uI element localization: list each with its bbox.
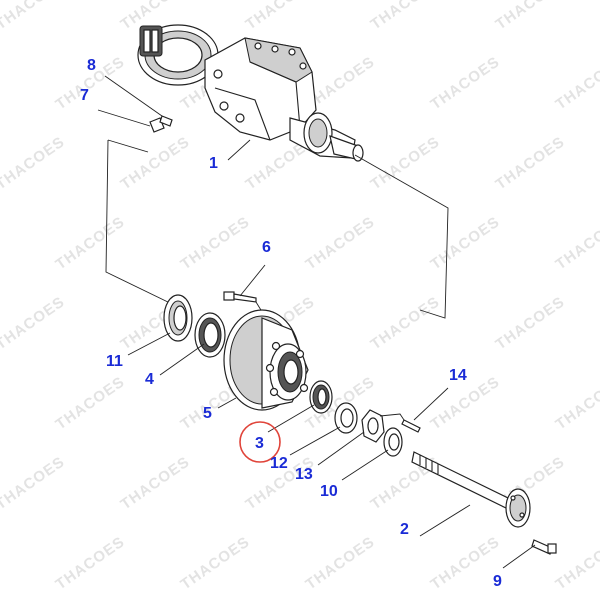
part-axle-shaft[interactable]: [411, 451, 531, 528]
watermark-text: THACOES: [368, 133, 444, 193]
highlight-circle: [239, 421, 281, 463]
callout-7[interactable]: 7: [80, 87, 89, 104]
watermark-text: THACOES: [53, 533, 129, 593]
part-lock-washer[interactable]: [334, 402, 358, 434]
callout-9[interactable]: 9: [493, 573, 502, 590]
part-outer-bearing[interactable]: [309, 380, 333, 414]
watermark-text: THACOES: [553, 533, 600, 593]
watermark-text: THACOES: [303, 213, 379, 273]
part-hub-nut[interactable]: [361, 409, 385, 443]
watermark-text: THACOES: [0, 53, 3, 113]
callout-1[interactable]: 1: [209, 155, 218, 172]
assembly-guide-line-left: [105, 139, 173, 305]
watermark-text: THACOES: [368, 0, 444, 33]
part-oil-seal[interactable]: [163, 294, 193, 342]
watermark-text: THACOES: [493, 133, 569, 193]
part-breather-fitting[interactable]: [149, 115, 173, 133]
watermark-text: THACOES: [493, 0, 569, 33]
watermark-text: THACOES: [553, 53, 600, 113]
watermark-text: THACOES: [368, 293, 444, 353]
watermark-text: THACOES: [428, 533, 504, 593]
watermark-text: THACOES: [53, 213, 129, 273]
watermark-text: THACOES: [493, 293, 569, 353]
part-gasket[interactable]: [383, 427, 403, 457]
callout-14[interactable]: 14: [449, 367, 467, 384]
part-shaft-bolt[interactable]: [531, 539, 557, 555]
assembly-guide-line-right: [354, 154, 449, 319]
watermark-text: THACOES: [0, 213, 3, 273]
callout-13[interactable]: 13: [295, 466, 313, 483]
watermark-text: THACOES: [118, 453, 194, 513]
watermark-text: THACOES: [428, 213, 504, 273]
watermark-text: THACOES: [0, 0, 68, 33]
watermark-text: THACOES: [243, 0, 319, 33]
part-inner-bearing[interactable]: [194, 312, 226, 358]
watermark-text: THACOES: [0, 293, 68, 353]
watermark-text: THACOES: [0, 453, 68, 513]
callout-3[interactable]: 3: [255, 435, 264, 452]
callout-labels: 1 2 3 4 5 6 7 8 9 10 11 12 13 14: [80, 57, 502, 590]
watermark-text: THACOES: [53, 373, 129, 433]
watermark-text: THACOES: [178, 213, 254, 273]
watermark-text: THACOES: [118, 133, 194, 193]
callout-10[interactable]: 10: [320, 483, 338, 500]
watermark-text: THACOES: [553, 373, 600, 433]
part-wheel-hub[interactable]: [223, 309, 309, 411]
part-hub-bolt[interactable]: [223, 291, 257, 303]
part-axle-housing[interactable]: [137, 24, 364, 162]
watermark-text: THACOES: [0, 533, 3, 593]
callout-5[interactable]: 5: [203, 405, 212, 422]
part-set-screw[interactable]: [401, 419, 421, 433]
callout-6[interactable]: 6: [262, 239, 271, 256]
callout-12[interactable]: 12: [270, 455, 288, 472]
callout-4[interactable]: 4: [145, 371, 154, 388]
leader-lines: [97, 75, 536, 569]
watermark-text: THACOES: [303, 533, 379, 593]
watermark-text: THACOES: [178, 533, 254, 593]
callout-8[interactable]: 8: [87, 57, 96, 74]
watermark-text: THACOES: [553, 213, 600, 273]
callout-11[interactable]: 11: [106, 353, 123, 370]
watermark-text: THACOES: [0, 133, 68, 193]
watermark-text: THACOES: [0, 373, 3, 433]
watermark-text: THACOES: [428, 53, 504, 113]
callout-2[interactable]: 2: [400, 521, 409, 538]
screw-guide-line: [379, 413, 405, 421]
